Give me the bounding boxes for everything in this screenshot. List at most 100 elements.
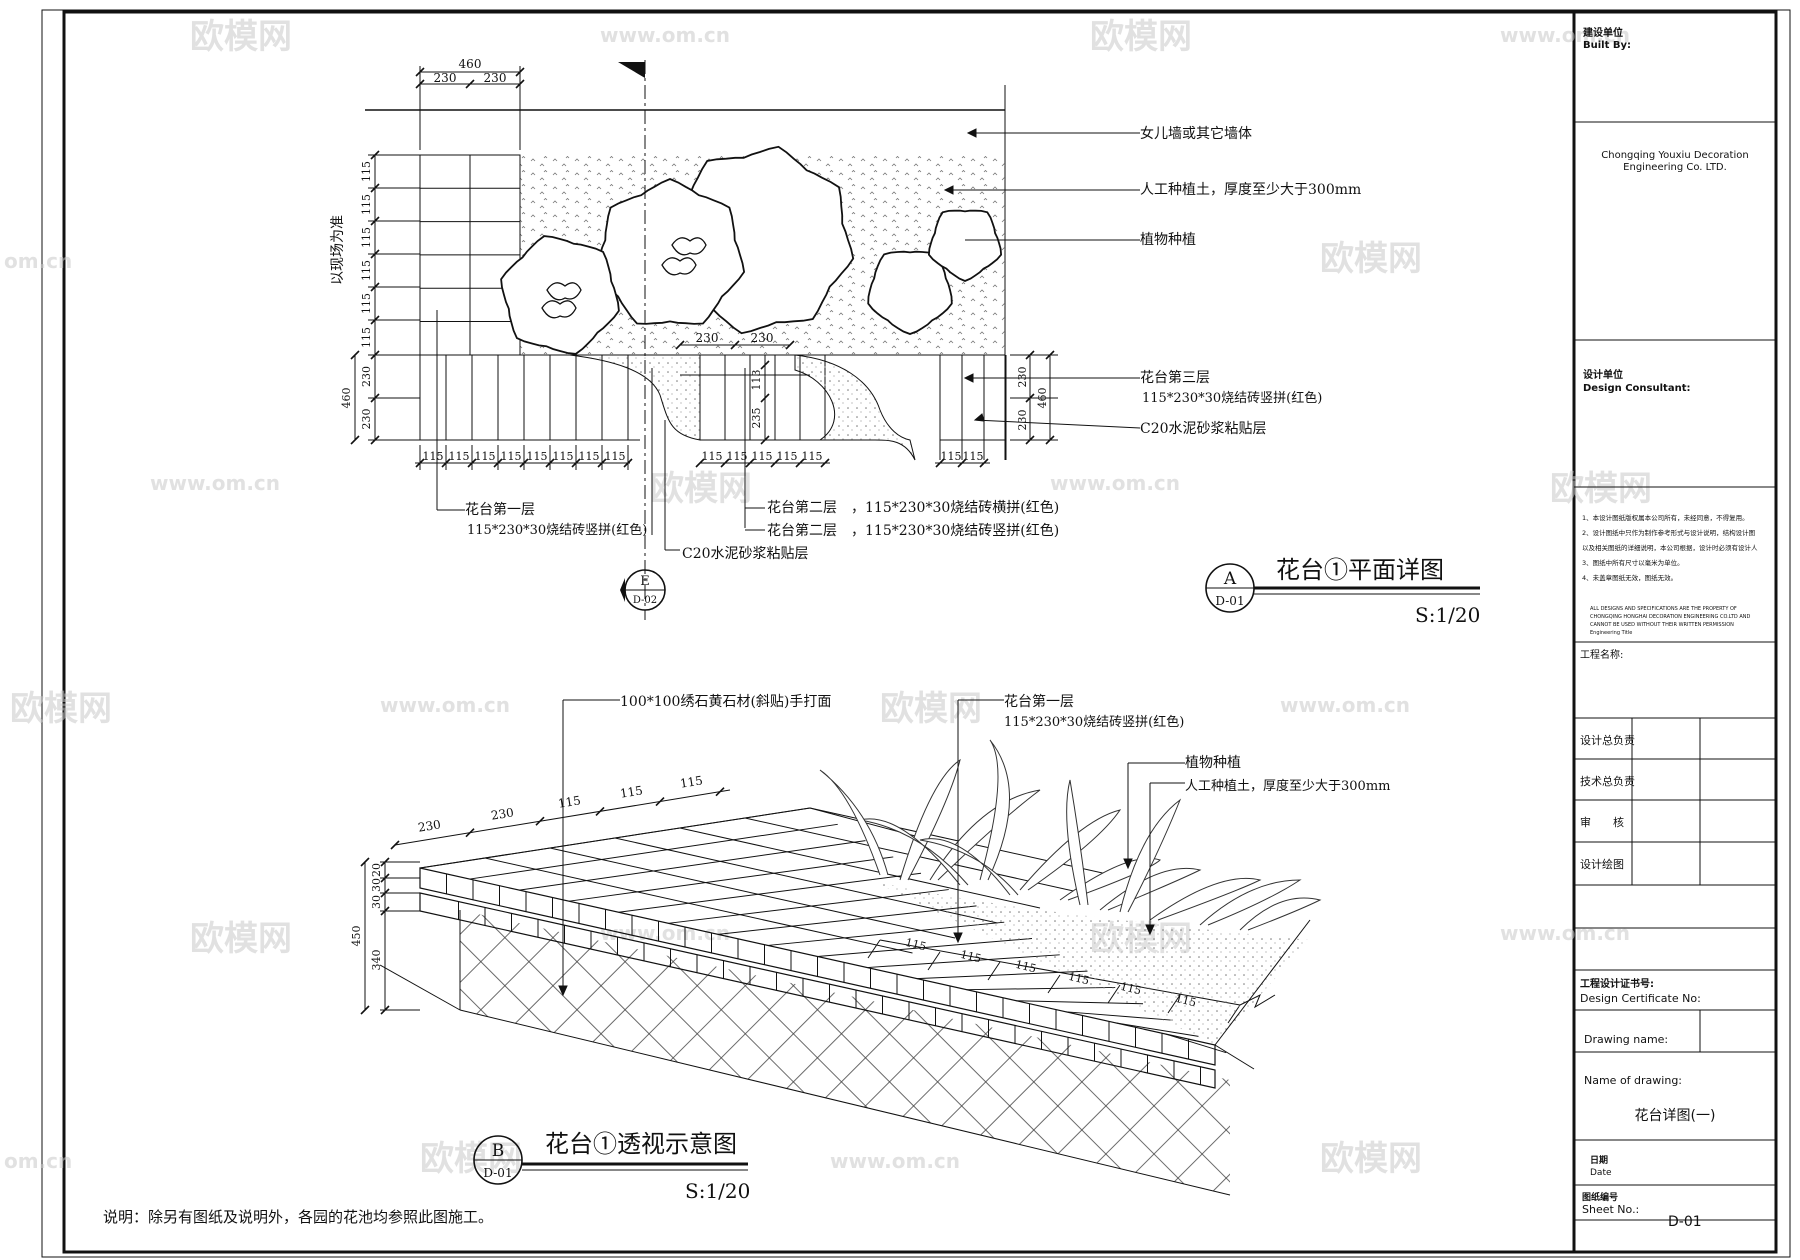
svg-text:欧模网: 欧模网 [1320, 239, 1422, 279]
dim-label: 115 [941, 450, 962, 463]
dim-label: 235 [750, 408, 763, 429]
label-layer3-spec: 115*230*30烧结砖竖拼(红色) [1142, 390, 1322, 406]
general-note: 说明：除另有图纸及说明外，各园的花池均参照此图施工。 [103, 1208, 493, 1226]
plan-left-brick-column [419, 154, 521, 356]
svg-text:www.om.cn: www.om.cn [1500, 921, 1630, 945]
svg-text:工程名称:: 工程名称: [1580, 648, 1623, 661]
svg-text:www.om.cn: www.om.cn [830, 1149, 960, 1173]
dim-label: 113 [750, 370, 763, 391]
dim-label: 20 [370, 863, 383, 877]
label-layer1: 花台第一层 [465, 501, 535, 518]
dim-label: 230 [751, 331, 774, 345]
label-mortar-bottom: C20水泥砂浆粘贴层 [682, 546, 809, 562]
label-layer1-spec: 115*230*30烧结砖竖拼(红色) [467, 522, 647, 538]
plan-scale: S:1/20 [1415, 603, 1480, 627]
svg-text:图纸编号: 图纸编号 [1582, 1191, 1618, 1203]
label-soil: 人工种植土，厚度至少大于300mm [1140, 182, 1361, 198]
svg-text:欧模网: 欧模网 [190, 17, 292, 57]
label-layer2a: 花台第二层 ，115*230*30烧结砖横拼(红色) [767, 499, 1059, 516]
note-line: 1、本设计图纸版权属本公司所有，未经同意，不得复用。 [1582, 513, 1749, 522]
svg-text:D-01: D-01 [483, 1166, 512, 1180]
dim-label: 30 [370, 878, 383, 892]
svg-text:om.cn: om.cn [4, 249, 72, 273]
svg-text:www.om.cn: www.om.cn [380, 693, 510, 717]
svg-text:Design Consultant:: Design Consultant: [1583, 383, 1690, 394]
plan-title: 花台①平面详图 [1276, 556, 1444, 584]
dim-label: 115 [1014, 958, 1038, 976]
dim-label: 115 [802, 450, 823, 463]
dim-label: 115 [475, 450, 496, 463]
svg-text:建设单位: 建设单位 [1582, 26, 1623, 39]
role-2: 技术总负责 [1580, 774, 1635, 788]
label-p-layer1: 花台第一层 [1004, 693, 1074, 710]
plan-title-block: A D-01 花台①平面详图 S:1/20 [1205, 556, 1480, 627]
dim-label: 230 [490, 805, 515, 822]
svg-text:欧模网: 欧模网 [650, 469, 752, 509]
note-line: 3、图纸中所有尺寸以毫米为单位。 [1582, 558, 1684, 567]
dim-label: 230 [360, 366, 373, 387]
section-marker-e: E D-02 [620, 569, 666, 611]
svg-text:Engineering Co. LTD.: Engineering Co. LTD. [1623, 162, 1727, 173]
perspective-title-block: B D-01 花台①透视示意图 S:1/20 [473, 1130, 750, 1203]
svg-text:www.om.cn: www.om.cn [1050, 471, 1180, 495]
svg-text:欧模网: 欧模网 [1090, 17, 1192, 57]
dim-label: 115 [360, 293, 373, 314]
dim-label: 115 [423, 450, 444, 463]
svg-text:Design Certificate No:: Design Certificate No: [1580, 992, 1701, 1005]
label-p-soil: 人工种植土，厚度至少大于300mm [1185, 778, 1390, 794]
svg-text:Date: Date [1590, 1168, 1612, 1178]
title-block-notes: 1、本设计图纸版权属本公司所有，未经同意，不得复用。 2、设计图纸中只作为制作参考… [1582, 513, 1758, 636]
dim-label: 115 [1067, 970, 1091, 988]
svg-text:工程设计证书号:: 工程设计证书号: [1580, 977, 1654, 990]
svg-text:日期: 日期 [1590, 1154, 1608, 1166]
dim-label: 115 [727, 450, 748, 463]
dim-label: 115 [679, 773, 704, 790]
svg-text:Drawing name:: Drawing name: [1584, 1033, 1668, 1046]
svg-text:www.om.cn: www.om.cn [150, 471, 280, 495]
label-layer2b: 花台第二层 ，115*230*30烧结砖竖拼(红色) [767, 522, 1059, 539]
label-p-layer1-spec: 115*230*30烧结砖竖拼(红色) [1004, 714, 1184, 730]
dim-label: 460 [1036, 388, 1049, 409]
mortar-fill-right [794, 354, 916, 461]
svg-text:设计单位: 设计单位 [1583, 368, 1623, 381]
perspective-detail: 2302301151151151151151151151151152030303… [350, 693, 1390, 1203]
mortar-fill-left [569, 354, 701, 441]
dim-label: 230 [434, 71, 457, 85]
dim-label: 115 [579, 450, 600, 463]
dim-label: 115 [360, 194, 373, 215]
label-plant: 植物种植 [1140, 232, 1196, 248]
svg-text:E: E [640, 574, 650, 589]
dim-label: 115 [959, 948, 983, 966]
dim-label: 115 [557, 793, 582, 810]
dim-label: 115 [702, 450, 723, 463]
dim-label: 230 [1016, 367, 1029, 388]
note-line: 2、设计图纸中只作为制作参考形式与设计说明，结构设计图 [1582, 528, 1755, 537]
label-vertical-note: 以现场为准 [330, 215, 346, 285]
plant-symbols [500, 145, 1003, 355]
role-1: 设计总负责 [1580, 733, 1635, 747]
note-line-en: ALL DESIGNS AND SPECIFICATIONS ARE THE P… [1590, 606, 1737, 612]
svg-text:欧模网: 欧模网 [1320, 1139, 1422, 1179]
svg-text:Built By:: Built By: [1583, 40, 1631, 51]
label-stone: 100*100绣石黄石材(斜贴)手打面 [620, 693, 831, 710]
svg-text:欧模网: 欧模网 [1550, 469, 1652, 509]
svg-text:欧模网: 欧模网 [10, 689, 112, 729]
svg-text:欧模网: 欧模网 [190, 919, 292, 959]
dim-label: 230 [1016, 410, 1029, 431]
svg-text:D-01: D-01 [1215, 594, 1244, 608]
outer-border [41, 9, 1791, 1258]
note-line-en: CANNOT BE USED WITHOUT THEIR WRITTEN PER… [1590, 622, 1734, 628]
dim-label: 230 [417, 817, 442, 834]
dim-label: 115 [752, 450, 773, 463]
svg-text:欧模网: 欧模网 [420, 1139, 522, 1179]
dim-label: 460 [340, 388, 353, 409]
role-3: 审 核 [1580, 815, 1624, 829]
dim-label: 115 [605, 450, 626, 463]
drawing-name-value: 花台详图(一) [1635, 1108, 1716, 1124]
dim-label: 115 [619, 783, 644, 800]
dim-label: 460 [459, 57, 482, 71]
dim-label: 115 [963, 450, 984, 463]
svg-text:Sheet No.:: Sheet No.: [1582, 1203, 1639, 1216]
note-line-en: CHONGQING HONGHAI DECORATION ENGINEERING… [1590, 614, 1751, 620]
